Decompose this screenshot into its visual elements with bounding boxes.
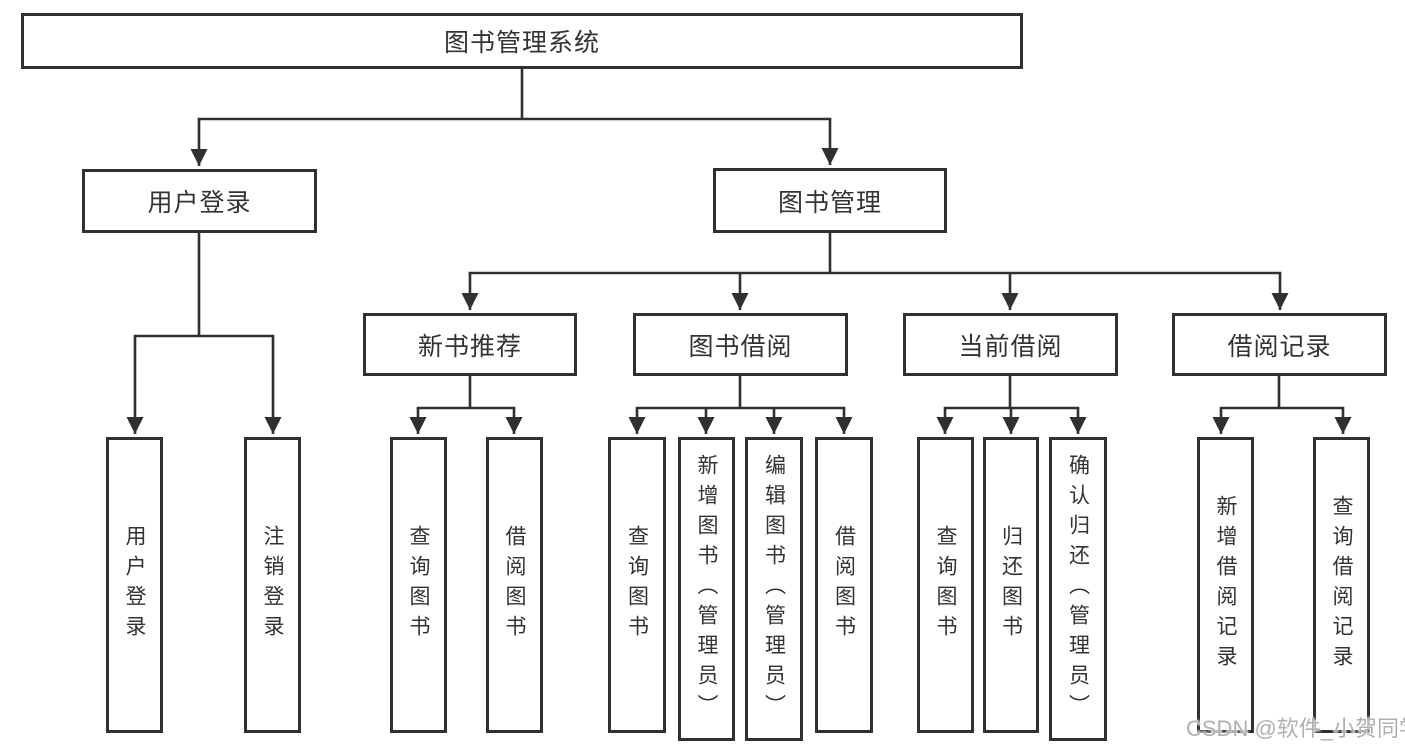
leaf-user-login: 用户登录	[106, 437, 163, 733]
leaf-label: 归还图书	[999, 525, 1023, 645]
leaf-return-books: 归还图书	[983, 437, 1039, 733]
node-label: 图书借阅	[688, 332, 793, 361]
node-book-management: 图书管理	[713, 168, 947, 233]
leaf-label: 新增图书（管理员）	[695, 454, 718, 724]
leaf-label: 编辑图书（管理员）	[762, 454, 786, 724]
node-current-borrowing: 当前借阅	[903, 313, 1118, 376]
leaf-label: 用户登录	[123, 525, 146, 645]
leaf-label: 查询图书	[625, 525, 649, 645]
leaf-logout: 注销登录	[244, 437, 301, 733]
leaf-label: 借阅图书	[832, 525, 856, 645]
node-label: 图书管理系统	[443, 29, 600, 57]
leaf-confirm-return-admin: 确认归还（管理员）	[1049, 437, 1107, 741]
leaf-label: 确认归还（管理员）	[1066, 454, 1090, 724]
leaf-query-books-recommend: 查询图书	[390, 437, 447, 733]
leaf-query-borrow-record: 查询借阅记录	[1313, 437, 1370, 733]
leaf-label: 查询借阅记录	[1330, 495, 1353, 675]
leaf-label: 新增借阅记录	[1214, 495, 1237, 675]
csdn-watermark: CSDN @软件_小贺同学	[1186, 716, 1405, 741]
leaf-label: 查询图书	[407, 525, 430, 645]
leaf-add-books-admin: 新增图书（管理员）	[678, 437, 735, 741]
node-user-login: 用户登录	[82, 169, 317, 233]
node-label: 新书推荐	[417, 332, 522, 361]
leaf-label: 借阅图书	[503, 525, 526, 645]
leaf-label: 查询图书	[934, 525, 957, 645]
node-new-book-recommendation: 新书推荐	[363, 313, 577, 376]
node-label: 图书管理	[777, 188, 882, 217]
node-label: 借阅记录	[1227, 332, 1332, 361]
leaf-borrow-books-borrowing: 借阅图书	[815, 437, 873, 733]
node-label: 当前借阅	[958, 332, 1063, 361]
node-book-management-system: 图书管理系统	[21, 13, 1023, 69]
leaf-edit-books-admin: 编辑图书（管理员）	[745, 437, 803, 741]
leaf-label: 注销登录	[261, 525, 284, 645]
node-book-borrowing: 图书借阅	[633, 313, 848, 376]
leaf-borrow-books-recommend: 借阅图书	[486, 437, 543, 733]
leaf-query-books-current: 查询图书	[917, 437, 974, 733]
node-label: 用户登录	[147, 189, 252, 217]
leaf-add-borrow-record: 新增借阅记录	[1197, 437, 1254, 733]
node-borrowing-records: 借阅记录	[1172, 313, 1387, 376]
leaf-query-books-borrowing: 查询图书	[608, 437, 666, 733]
